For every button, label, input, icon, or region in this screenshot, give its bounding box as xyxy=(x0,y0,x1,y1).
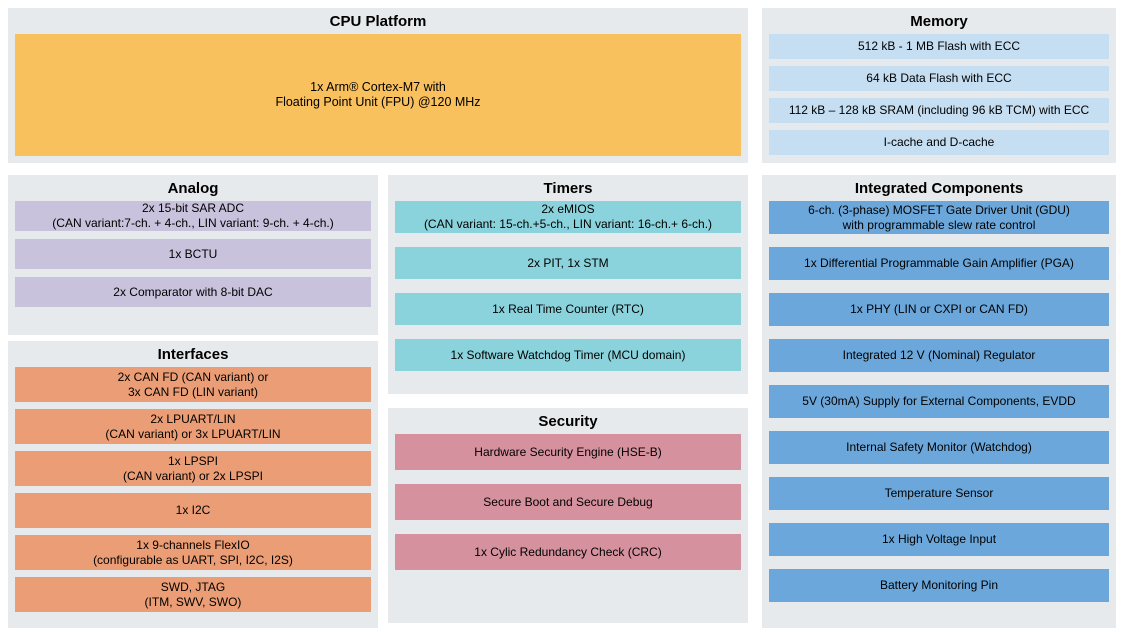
interfaces-row: 1x I2C xyxy=(15,493,371,528)
panel-analog: Analog 2x 15-bit SAR ADC (CAN variant:7-… xyxy=(8,175,378,335)
integrated-row: Temperature Sensor xyxy=(769,477,1109,510)
integrated-row: Integrated 12 V (Nominal) Regulator xyxy=(769,339,1109,372)
timers-row: 1x Software Watchdog Timer (MCU domain) xyxy=(395,339,741,371)
integrated-row: Internal Safety Monitor (Watchdog) xyxy=(769,431,1109,464)
interfaces-row: SWD, JTAG (ITM, SWV, SWO) xyxy=(15,577,371,612)
cpu-core-block: 1x Arm® Cortex-M7 with Floating Point Un… xyxy=(15,34,741,156)
analog-row: 2x 15-bit SAR ADC (CAN variant:7-ch. + 4… xyxy=(15,201,371,231)
panel-interfaces: Interfaces 2x CAN FD (CAN variant) or 3x… xyxy=(8,341,378,628)
integrated-row: 1x High Voltage Input xyxy=(769,523,1109,556)
security-row: 1x Cylic Redundancy Check (CRC) xyxy=(395,534,741,570)
analog-row: 1x BCTU xyxy=(15,239,371,269)
panel-integrated-components: Integrated Components 6-ch. (3-phase) MO… xyxy=(762,175,1116,628)
integrated-row: 1x Differential Programmable Gain Amplif… xyxy=(769,247,1109,280)
interfaces-row: 1x 9-channels FlexIO (configurable as UA… xyxy=(15,535,371,570)
memory-row: 64 kB Data Flash with ECC xyxy=(769,66,1109,91)
interfaces-row: 1x LPSPI (CAN variant) or 2x LPSPI xyxy=(15,451,371,486)
panel-title: Security xyxy=(538,413,598,430)
memory-row: 112 kB – 128 kB SRAM (including 96 kB TC… xyxy=(769,98,1109,123)
panel-security: Security Hardware Security Engine (HSE-B… xyxy=(388,408,748,623)
panel-title: Analog xyxy=(167,180,219,197)
panel-title: Integrated Components xyxy=(854,180,1024,197)
timers-row: 1x Real Time Counter (RTC) xyxy=(395,293,741,325)
integrated-row: 5V (30mA) Supply for External Components… xyxy=(769,385,1109,418)
integrated-row: 1x PHY (LIN or CXPI or CAN FD) xyxy=(769,293,1109,326)
memory-row: 512 kB - 1 MB Flash with ECC xyxy=(769,34,1109,59)
panel-timers: Timers 2x eMIOS (CAN variant: 15-ch.+5-c… xyxy=(388,175,748,394)
panel-title: Memory xyxy=(910,13,968,30)
analog-row: 2x Comparator with 8-bit DAC xyxy=(15,277,371,307)
interfaces-row: 2x LPUART/LIN (CAN variant) or 3x LPUART… xyxy=(15,409,371,444)
integrated-row: 6-ch. (3-phase) MOSFET Gate Driver Unit … xyxy=(769,201,1109,234)
timers-row: 2x eMIOS (CAN variant: 15-ch.+5-ch., LIN… xyxy=(395,201,741,233)
security-row: Secure Boot and Secure Debug xyxy=(395,484,741,520)
panel-title: CPU Platform xyxy=(329,13,427,30)
panel-memory: Memory 512 kB - 1 MB Flash with ECC 64 k… xyxy=(762,8,1116,163)
panel-cpu-platform: CPU Platform 1x Arm® Cortex-M7 with Floa… xyxy=(8,8,748,163)
security-row: Hardware Security Engine (HSE-B) xyxy=(395,434,741,470)
interfaces-row: 2x CAN FD (CAN variant) or 3x CAN FD (LI… xyxy=(15,367,371,402)
timers-row: 2x PIT, 1x STM xyxy=(395,247,741,279)
panel-title: Timers xyxy=(543,180,593,197)
memory-row: I-cache and D-cache xyxy=(769,130,1109,155)
panel-title: Interfaces xyxy=(157,346,229,363)
integrated-row: Battery Monitoring Pin xyxy=(769,569,1109,602)
